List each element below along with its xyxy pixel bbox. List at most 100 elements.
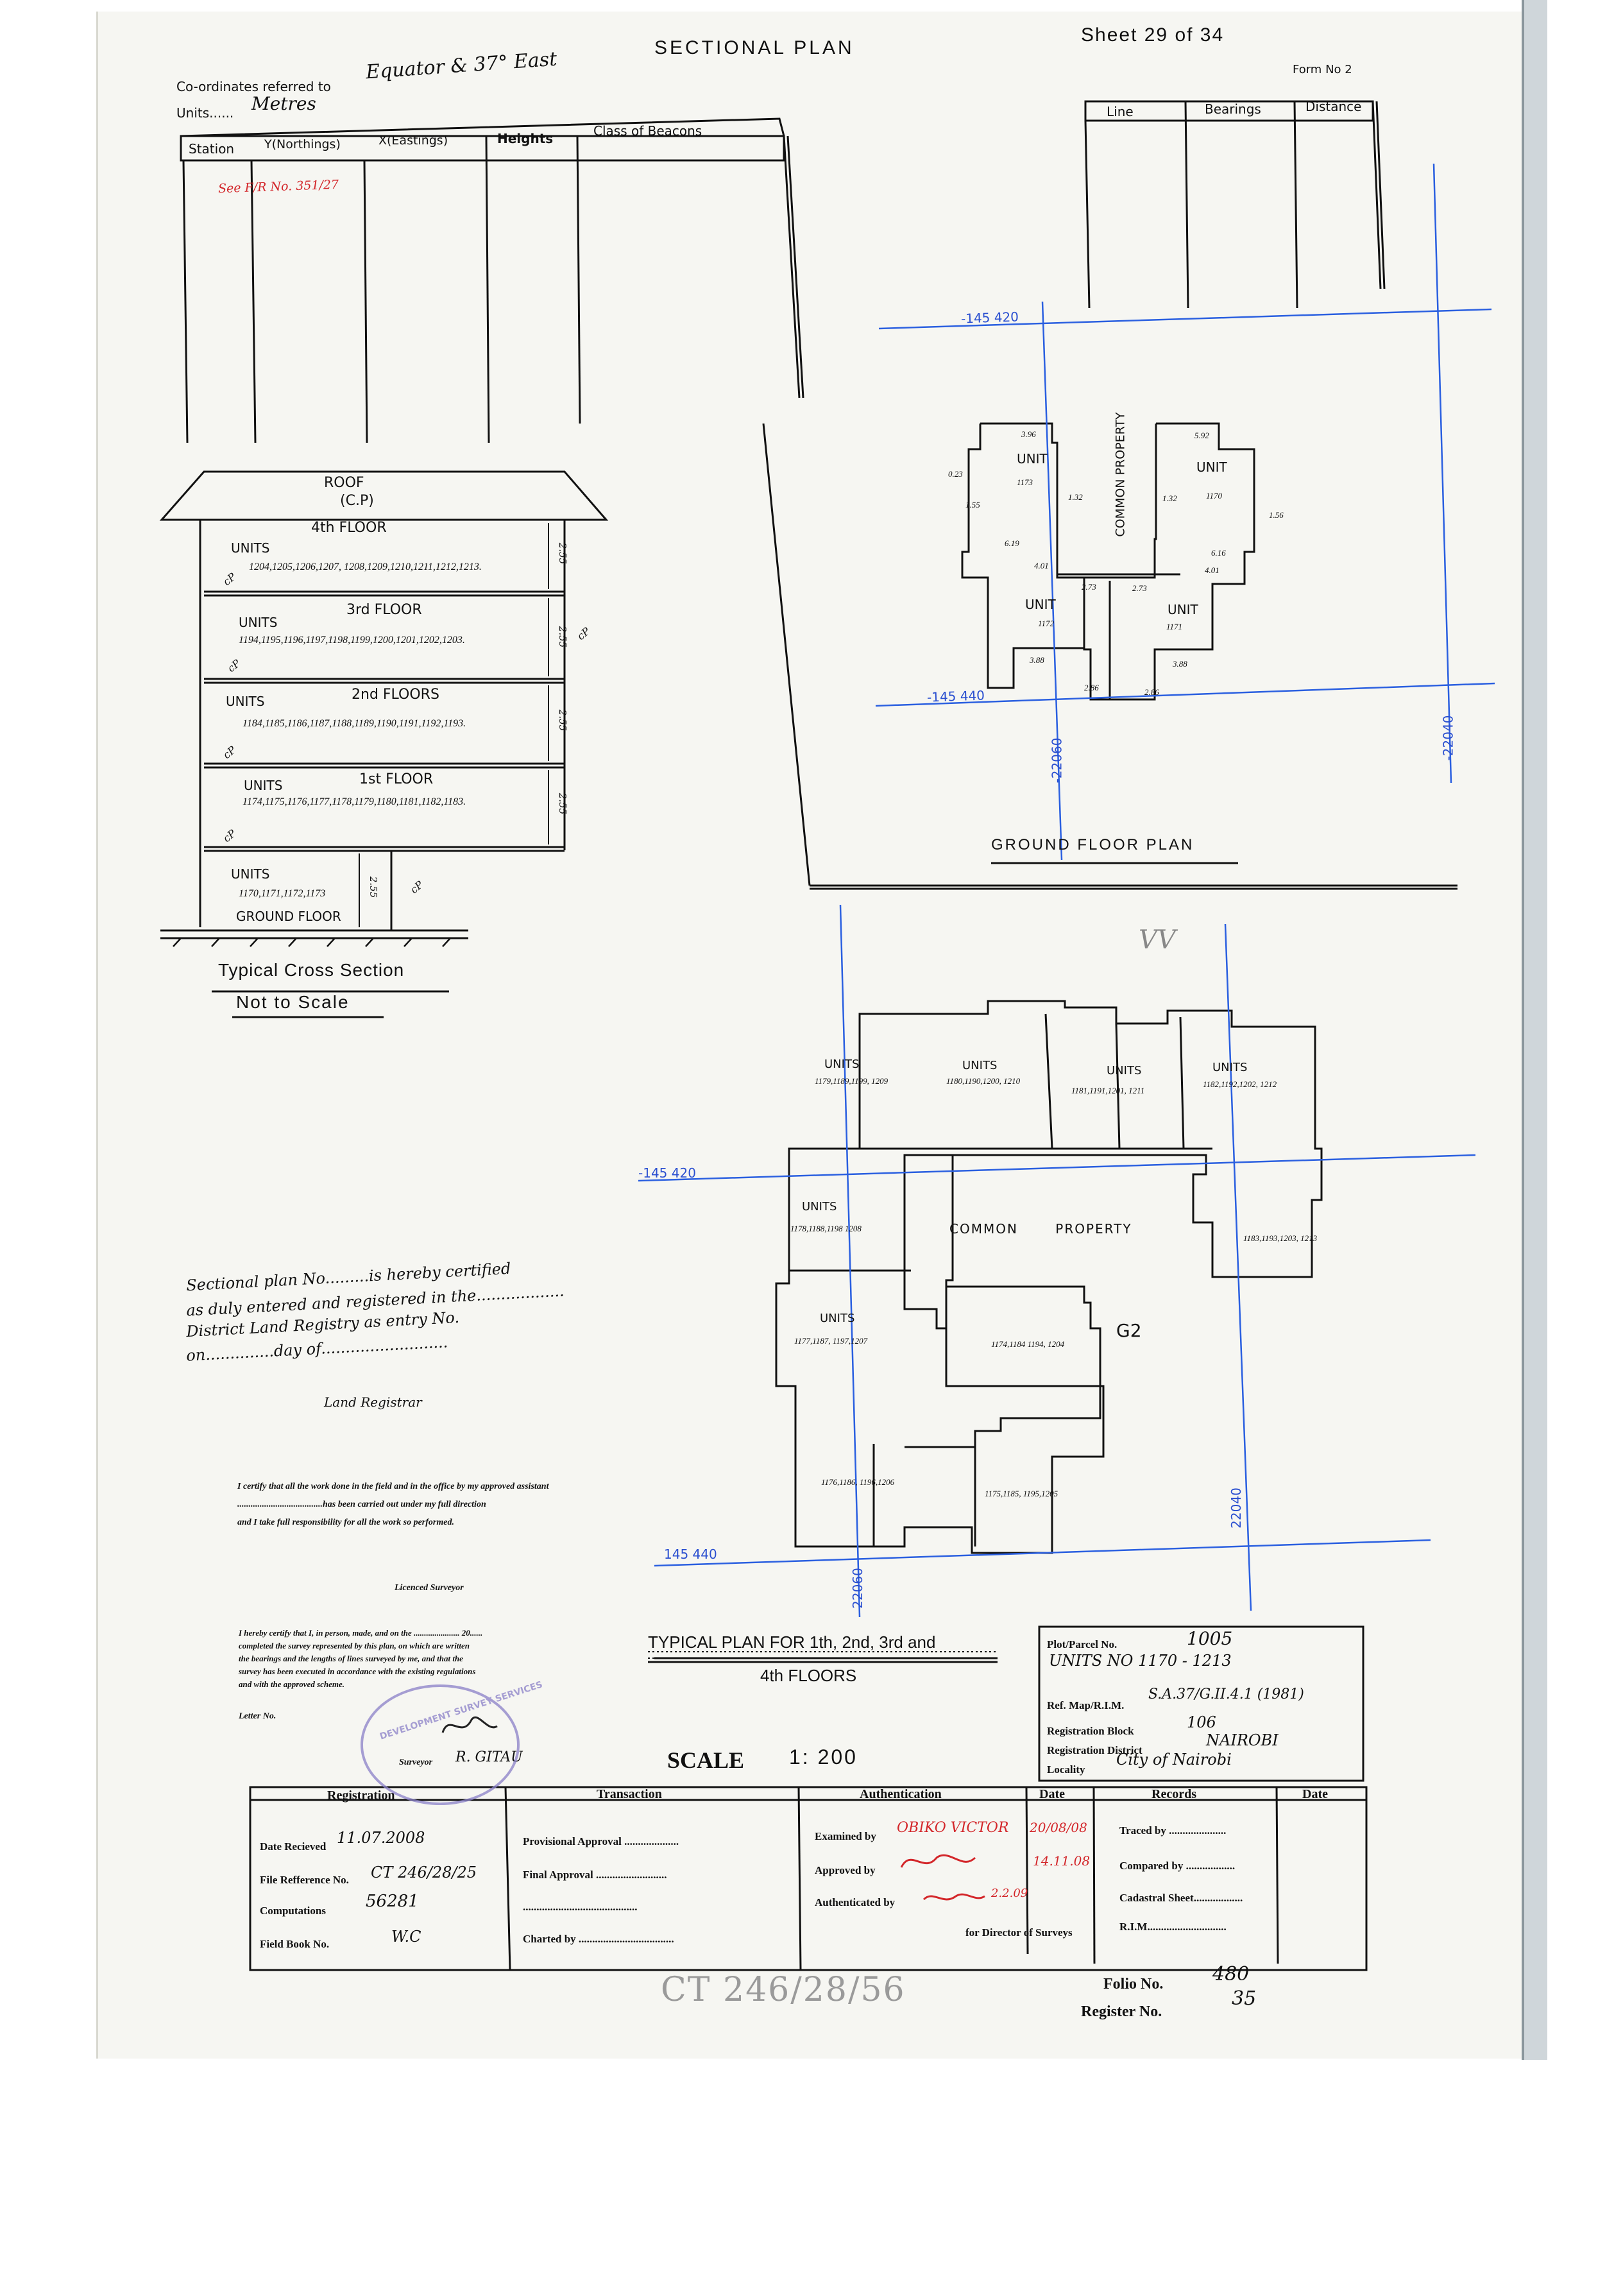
gf-unit-1172-label: UNIT — [1025, 597, 1056, 612]
auth-row-1-date: 20/08/08 — [1030, 1820, 1087, 1835]
tp-grid-n1: -145 420 — [638, 1165, 696, 1181]
surveyor-cert-line2: ......................................ha… — [237, 1500, 486, 1509]
floor4-label: 4th FLOOR — [311, 520, 387, 536]
parcel-block-value: 106 — [1187, 1713, 1216, 1731]
bearing-table-header-bearings: Bearings — [1205, 101, 1261, 117]
bearing-table-header-line: Line — [1107, 104, 1134, 119]
tp-units-nos-4: 1182,1192,1202, 1212 — [1203, 1079, 1277, 1089]
cross-height-g: 2.55 — [368, 876, 380, 898]
scan-edge — [1522, 0, 1547, 2060]
coord-table-header-class: Class of Beacons — [593, 123, 702, 139]
tp-units-nos-6: 1183,1193,1203, 1213 — [1243, 1233, 1318, 1243]
floor2-units-label: UNITS — [226, 694, 265, 709]
floor1-label: 1st FLOOR — [359, 771, 434, 787]
reg-row-2-label: File Refference No. — [260, 1874, 349, 1886]
trans-row-3: ........................................… — [523, 1901, 638, 1913]
tp-units-label-2: UNITS — [962, 1059, 998, 1072]
gf-grid-n2: -145 440 — [926, 687, 985, 705]
reg-row-1-value: 11.07.2008 — [337, 1829, 425, 1847]
footer-heading-records: Records — [1151, 1787, 1196, 1801]
records-row-2: Compared by .................. — [1119, 1860, 1236, 1872]
cross-height-4: 2.55 — [557, 542, 569, 565]
surveyor-cert-line1: I certify that all the work done in the … — [237, 1482, 549, 1491]
gf-dim-10: 6.19 — [1005, 538, 1019, 548]
gf-common-property: COMMON PROPERTY — [1113, 412, 1128, 537]
typical-plan-title-2: 4th FLOORS — [760, 1666, 857, 1685]
coord-table-header-heights: Heights — [497, 131, 554, 146]
surveyor-para4: survey has been executed in accordance w… — [239, 1666, 476, 1676]
trans-row-4: Charted by .............................… — [523, 1933, 674, 1945]
auth-row-2-date: 14.11.08 — [1033, 1853, 1091, 1869]
folio-label: Folio No. — [1103, 1976, 1164, 1992]
tp-units-nos-7: 1177,1187, 1197,1207 — [794, 1336, 868, 1346]
bearing-table-header-distance: Distance — [1305, 99, 1362, 114]
cross-height-1: 2.55 — [557, 792, 569, 815]
tp-units-nos-8: 1174,1184 1194, 1204 — [991, 1339, 1065, 1349]
reg-row-3-value: 56281 — [366, 1892, 419, 1911]
footer-heading-transaction: Transaction — [597, 1787, 662, 1801]
ground-units: 1170,1171,1172,1173 — [239, 888, 326, 899]
gf-unit-1170-label: UNIT — [1196, 459, 1227, 475]
tp-units-label-1: UNITS — [824, 1058, 860, 1071]
floor3-units-label: UNITS — [239, 615, 278, 630]
units-label: Units...... — [176, 105, 234, 121]
gf-dim-11: 6.16 — [1211, 548, 1226, 558]
gf-plan-title: GROUND FLOOR PLAN — [991, 836, 1194, 853]
gf-dim-13: 4.01 — [1205, 565, 1219, 575]
cross-roof-label: ROOF — [324, 475, 364, 491]
tp-grid-n2: 145 440 — [664, 1546, 717, 1562]
gf-dim-1: 3.96 — [1021, 429, 1036, 439]
cross-roof-cp: (C.P) — [340, 493, 374, 509]
records-row-3: Cadastral Sheet.................. — [1119, 1892, 1243, 1904]
register-value: 35 — [1232, 1987, 1257, 2010]
gf-dim-12: 4.01 — [1034, 561, 1049, 570]
floor2-label: 2nd FLOORS — [352, 687, 439, 703]
surveyor-para2: completed the survey represented by this… — [239, 1641, 470, 1650]
sheet-number: Sheet 29 of 34 — [1081, 24, 1225, 46]
tp-units-nos-1: 1179,1189,1199, 1209 — [815, 1076, 888, 1086]
gf-dim-14: 1.55 — [965, 500, 980, 510]
plan-sheet — [96, 12, 1542, 2059]
gf-dim-2: 5.92 — [1194, 431, 1209, 440]
gf-dim-3: 0.23 — [948, 469, 963, 479]
file-ref-scribble: CT 246/28/56 — [661, 1971, 906, 2009]
reg-row-4-value: W.C — [391, 1928, 421, 1946]
surveyor-cert-line3: and I take full responsibility for all t… — [237, 1518, 454, 1527]
gf-grid-e2: -22040 — [1440, 715, 1456, 761]
records-row-1: Traced by ..................... — [1119, 1824, 1227, 1837]
tp-units-label-4: UNITS — [1212, 1061, 1248, 1074]
auth-row-1-label: Examined by — [815, 1830, 876, 1842]
gf-grid-e1: -22060 — [1049, 737, 1065, 784]
gf-unit-1173-label: UNIT — [1017, 451, 1048, 467]
tp-units-nos-10: 1175,1185, 1195,1205 — [985, 1489, 1058, 1498]
footer-heading-auth-date: Date — [1039, 1787, 1065, 1801]
typical-check-mark: VV — [1139, 925, 1176, 955]
gf-unit-1171-label: UNIT — [1168, 602, 1198, 617]
tp-units-nos-5: 1178,1188,1198 1208 — [790, 1224, 862, 1233]
tp-units-nos-3: 1181,1191,1201, 1211 — [1071, 1086, 1145, 1095]
parcel-locality-label: Locality — [1047, 1763, 1085, 1776]
parcel-ref-value: S.A.37/G.II.4.1 (1981) — [1148, 1686, 1304, 1702]
parcel-units-value: UNITS NO 1170 - 1213 — [1049, 1652, 1232, 1670]
gf-unit-1173-no: 1173 — [1017, 477, 1033, 487]
scale-label: SCALE — [667, 1747, 745, 1773]
parcel-district-value: NAIROBI — [1206, 1731, 1279, 1749]
surveyor-stamp: DEVELOPMENT SURVEY SERVICES — [361, 1679, 544, 1805]
parcel-plot-value: 1005 — [1187, 1628, 1233, 1649]
records-row-4: R.I.M............................. — [1119, 1921, 1227, 1933]
reg-row-2-value: CT 246/28/25 — [371, 1863, 477, 1881]
tp-units-nos-2: 1180,1190,1200, 1210 — [946, 1076, 1021, 1086]
tp-units-label-3: UNITS — [1107, 1064, 1142, 1077]
gf-unit-1170-no: 1170 — [1206, 491, 1223, 501]
auth-row-1-value: OBIKO VICTOR — [897, 1820, 1009, 1836]
tp-common-property-1: COMMON PROPERTY — [949, 1221, 1132, 1237]
gf-unit-1171-no: 1171 — [1166, 622, 1183, 631]
form-number: Form No 2 — [1293, 63, 1352, 76]
gf-grid-n1: -145 420 — [960, 309, 1019, 327]
ground-units-label: UNITS — [231, 866, 270, 882]
auth-row-3-date: 2.2.09 — [991, 1887, 1028, 1900]
scale-value: 1: 200 — [789, 1745, 858, 1769]
surveyor-para3: the bearings and the lengths of lines su… — [239, 1654, 463, 1663]
footer-heading-registration: Registration — [327, 1788, 395, 1803]
tp-units-label-5: UNITS — [802, 1200, 837, 1213]
